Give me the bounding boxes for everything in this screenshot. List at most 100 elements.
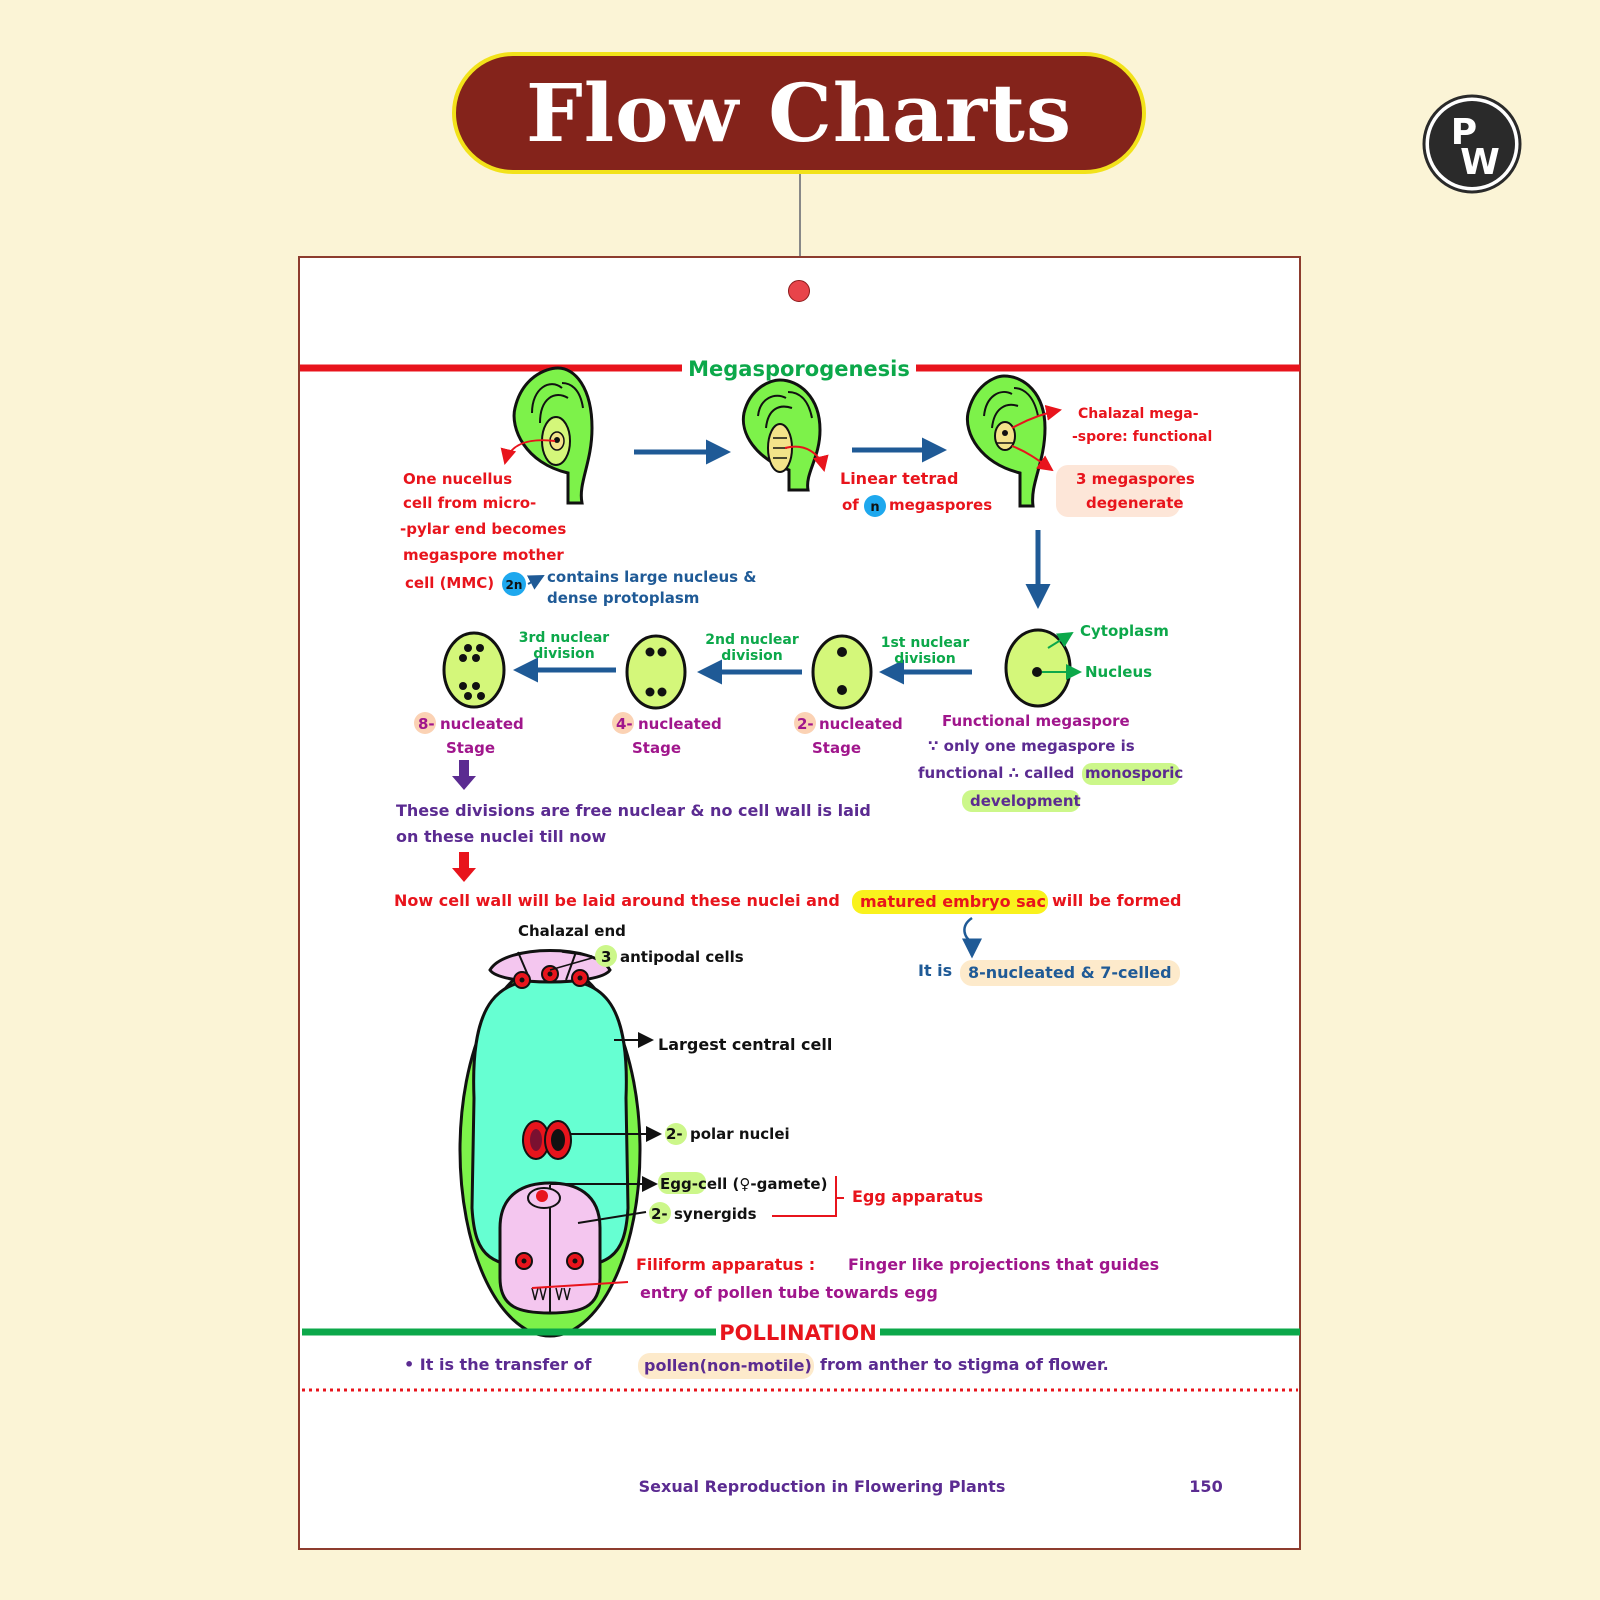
tetrad-label-1: Linear tetrad	[840, 469, 958, 488]
mmc-note-1: contains large nucleus &	[547, 568, 756, 586]
pollen-highlight	[638, 1353, 814, 1379]
footer-chapter: Sexual Reproduction in Flowering Plants	[639, 1477, 1006, 1496]
footer-page-number: 150	[1189, 1477, 1222, 1496]
antipodal-badge	[595, 945, 617, 967]
cell-wall-text-b: will be formed	[1052, 891, 1182, 910]
mmc-line-3: -pylar end becomes	[400, 520, 566, 538]
ovule-functional	[965, 374, 1047, 508]
matured-embryo-sac: matured embryo sac	[860, 892, 1046, 911]
stage-2-badge	[794, 712, 816, 734]
section-title-megasporogenesis: Megasporogenesis	[688, 357, 910, 381]
celled-label: 8-nucleated & 7-celled	[968, 963, 1172, 982]
celled-highlight	[960, 960, 1180, 986]
chalazal-label-2: -spore: functional	[1072, 429, 1212, 445]
degenerate-highlight	[1056, 465, 1180, 517]
tetrad-label-2: megaspores	[889, 496, 992, 514]
division-1-line-2: division	[894, 651, 955, 667]
filiform-pointer	[531, 1281, 629, 1289]
central-cell-label: Largest central cell	[658, 1035, 832, 1054]
pw-logo: P W	[1422, 94, 1522, 194]
stage-2-number: 2-	[797, 715, 814, 733]
ovule-tetrad	[741, 378, 822, 492]
ovule-mmc	[512, 366, 594, 505]
development-highlight	[962, 790, 1080, 812]
four-nucleated-cell	[625, 634, 687, 710]
division-2-line-1: 2nd nuclear	[705, 632, 799, 648]
egg-apparatus-bracket	[772, 1176, 844, 1217]
synergids-badge	[649, 1202, 671, 1224]
egg-cell-highlight	[658, 1172, 706, 1194]
filiform-term: Filiform apparatus :	[636, 1255, 815, 1274]
mmc-description: One nucellus cell from micro- -pylar end…	[400, 470, 566, 592]
stage-8-word: nucleated	[440, 715, 524, 733]
ploidy-badge-2n	[502, 572, 526, 596]
polar-label: polar nuclei	[690, 1125, 790, 1143]
filiform-desc-2: entry of pollen tube towards egg	[640, 1283, 938, 1302]
mmc-line-4: megaspore mother	[403, 546, 564, 564]
stage-8-badge	[414, 712, 436, 734]
monosporic-highlight	[1082, 763, 1180, 785]
chalazal-label-1: Chalazal mega-	[1078, 406, 1199, 422]
section-title-pollination: POLLINATION	[719, 1321, 877, 1345]
division-1-line-1: 1st nuclear	[881, 635, 970, 651]
mmc-line-2: cell from micro-	[403, 494, 536, 512]
title-banner: Flow Charts	[452, 52, 1146, 174]
chalazal-end-label: Chalazal end	[518, 922, 626, 940]
stage-8-number: 8-	[418, 715, 435, 733]
it-is-label: It is	[918, 961, 952, 980]
egg-cell-label: Egg-cell (♀-gamete)	[660, 1175, 827, 1193]
mmc-line-1: One nucellus	[403, 470, 512, 488]
stage-2-label: Stage	[812, 739, 861, 757]
pollination-text-b: from anther to stigma of flower.	[820, 1355, 1109, 1374]
functional-line-3: functional ∴ called	[918, 764, 1074, 782]
degenerate-label-2: degenerate	[1086, 494, 1184, 512]
synergids-number: 2-	[651, 1205, 668, 1223]
logo-letter-w: W	[1460, 142, 1500, 183]
development-term: development	[970, 792, 1081, 810]
ploidy-n: n	[870, 500, 879, 515]
tetrad-of: of	[842, 496, 859, 514]
stage-2-word: nucleated	[819, 715, 903, 733]
notes-sheet: Megasporogenesis One nucellus cell from …	[298, 256, 1301, 1550]
polar-number: 2-	[666, 1125, 683, 1143]
degenerate-label-1: 3 megaspores	[1076, 470, 1195, 488]
synergids-label: synergids	[674, 1205, 757, 1223]
logo-letter-p: P	[1451, 112, 1477, 153]
cell-wall-text-a: Now cell wall will be laid around these …	[394, 891, 840, 910]
egg-apparatus-label: Egg apparatus	[852, 1187, 983, 1206]
filiform-desc-1: Finger like projections that guides	[848, 1255, 1159, 1274]
functional-line-2: ∵ only one megaspore is	[928, 737, 1135, 755]
functional-line-1: Functional megaspore	[942, 712, 1130, 730]
mmc-line-5: cell (MMC)	[405, 574, 494, 592]
division-3-line-2: division	[533, 646, 594, 662]
pollination-text-a: • It is the transfer of	[404, 1355, 593, 1374]
ploidy-2n: 2n	[506, 578, 523, 592]
ploidy-badge-n	[864, 495, 886, 517]
stage-4-badge	[612, 712, 634, 734]
hanging-string	[799, 174, 801, 282]
stage-4-number: 4-	[616, 715, 633, 733]
cytoplasm-label: Cytoplasm	[1080, 622, 1169, 640]
antipodal-label: antipodal cells	[620, 948, 744, 966]
matured-highlight	[852, 890, 1048, 914]
embryo-sac-drawing	[458, 949, 642, 1338]
pin	[788, 280, 810, 302]
stage-8-label: Stage	[446, 739, 495, 757]
monosporic-term: monosporic	[1085, 764, 1183, 782]
stage-4-label: Stage	[632, 739, 681, 757]
arrow-down-purple	[452, 760, 476, 790]
eight-nucleated-cell	[442, 631, 506, 709]
two-nucleated-cell	[811, 634, 873, 710]
hook-arrow	[962, 916, 982, 959]
page-title: Flow Charts	[525, 66, 1073, 160]
polar-badge	[665, 1123, 687, 1145]
pollination-highlight: pollen(non-motile)	[644, 1356, 812, 1375]
division-3-line-1: 3rd nuclear	[519, 630, 610, 646]
megasporogenesis-diagram: Megasporogenesis One nucellus cell from …	[300, 357, 1300, 1496]
antipodal-number: 3	[601, 948, 611, 966]
arrow-down-red	[452, 852, 476, 882]
division-2-line-2: division	[721, 648, 782, 664]
mmc-note-2: dense protoplasm	[547, 589, 699, 607]
stage-4-word: nucleated	[638, 715, 722, 733]
nucleus-label: Nucleus	[1085, 663, 1152, 681]
